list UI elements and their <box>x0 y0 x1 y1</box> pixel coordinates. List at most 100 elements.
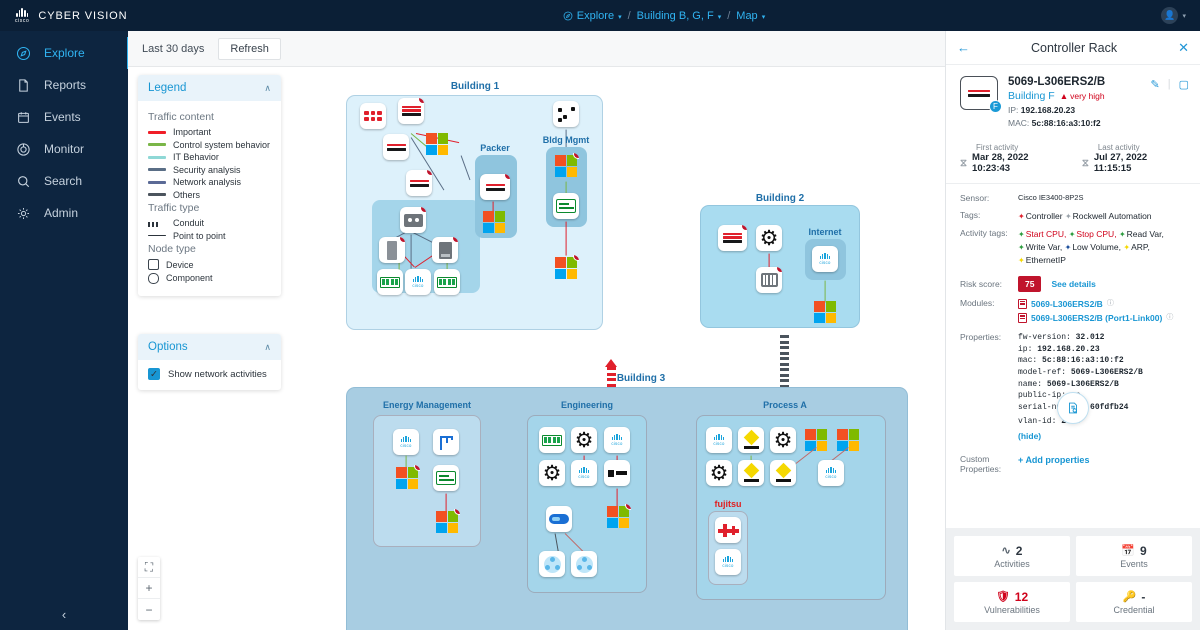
map-node-controller[interactable] <box>604 460 630 486</box>
refresh-button[interactable]: Refresh <box>218 37 281 60</box>
user-menu[interactable]: 👤 ▾ <box>1161 7 1186 24</box>
option-show-network-activities[interactable]: ✓ Show network activities <box>148 368 271 380</box>
module-item[interactable]: 5069-L306ERS2/B (Port1-Link00) ⓘ <box>1018 312 1189 324</box>
stat-credential[interactable]: 🔑 - Credential <box>1076 582 1192 622</box>
map-node-windows-host[interactable] <box>803 427 829 453</box>
color-swatch <box>148 180 166 184</box>
map-node-cisco[interactable]: cisco <box>818 460 844 486</box>
activity-tag-label[interactable]: Low Volume, <box>1072 242 1121 253</box>
map-node-sensor-diamond[interactable] <box>738 460 764 486</box>
back-button[interactable]: ← <box>957 40 970 55</box>
options-header[interactable]: Options ∧ <box>138 334 281 360</box>
map-node-plc[interactable]: ⚙ <box>756 225 782 251</box>
map-node-windows-host[interactable] <box>394 465 420 491</box>
map-node-plc[interactable]: ⚙ <box>571 427 597 453</box>
sidebar-item-admin[interactable]: Admin <box>0 197 128 229</box>
fit-to-screen-button[interactable]: ⛶ <box>138 557 160 578</box>
map-node-fujitsu[interactable] <box>715 517 741 543</box>
map-node-switch[interactable] <box>377 269 403 295</box>
map-node-cisco[interactable]: cisco <box>715 549 741 575</box>
map-canvas[interactable]: Building 1 <box>128 67 945 630</box>
map-node-io[interactable] <box>756 267 782 293</box>
map-node-windows-host[interactable] <box>481 209 507 235</box>
breadcrumb-item-explore[interactable]: Explore ▾ <box>563 10 622 22</box>
map-node-crane[interactable] <box>433 429 459 455</box>
map-node-windows-host[interactable] <box>553 153 579 179</box>
breadcrumb-item-buildings[interactable]: Building B, G, F ▾ <box>637 10 722 22</box>
info-icon[interactable]: ⓘ <box>1106 299 1114 307</box>
device-building-link[interactable]: Building F <box>1008 90 1055 102</box>
map-node-plc[interactable]: ⚙ <box>706 460 732 486</box>
map-node-rack[interactable] <box>379 237 405 263</box>
map-node-plc[interactable]: ⚙ <box>539 460 565 486</box>
zoom-in-button[interactable]: + <box>138 578 160 599</box>
add-properties-button[interactable]: + Add properties <box>1018 455 1089 465</box>
sidebar-item-explore[interactable]: Explore <box>0 37 130 69</box>
chevron-up-icon[interactable]: ∧ <box>264 341 271 352</box>
map-node-switch[interactable] <box>434 269 460 295</box>
map-node-windows-host[interactable] <box>835 427 861 453</box>
map-node-cisco[interactable]: cisco <box>571 460 597 486</box>
tag-label[interactable]: Rockwell Automation <box>1072 210 1152 221</box>
map-node-cisco[interactable]: cisco <box>604 427 630 453</box>
map-node-module[interactable] <box>433 465 459 491</box>
activity-tag-label[interactable]: ARP, <box>1131 242 1150 253</box>
map-node-module[interactable] <box>553 193 579 219</box>
close-button[interactable]: ✕ <box>1178 39 1189 55</box>
map-node-device[interactable] <box>360 103 386 129</box>
map-node-controller[interactable] <box>406 170 432 196</box>
map-node-fan[interactable] <box>539 551 565 577</box>
sidebar-item-reports[interactable]: Reports <box>0 69 128 101</box>
map-node-plc[interactable]: ⚙ <box>770 427 796 453</box>
map-node-valve[interactable] <box>546 506 572 532</box>
stat-events[interactable]: 📅 9 Events <box>1076 536 1192 576</box>
export-report-button[interactable] <box>1057 392 1089 424</box>
map-node-camera[interactable] <box>400 207 426 233</box>
module-label[interactable]: 5069-L306ERS2/B (Port1-Link00) <box>1031 312 1163 323</box>
tag-label[interactable]: Controller <box>1025 210 1063 221</box>
map-node-switch[interactable] <box>539 427 565 453</box>
breadcrumb-item-map[interactable]: Map ▾ <box>736 10 765 22</box>
legend-header[interactable]: Legend ∧ <box>138 75 281 101</box>
map-node-controller[interactable] <box>718 225 747 251</box>
stat-vulnerabilities[interactable]: 🛡 12 Vulnerabilities <box>954 582 1070 622</box>
map-node-cisco[interactable]: cisco <box>405 269 431 295</box>
map-zone-energy[interactable] <box>373 415 481 547</box>
checkbox-icon[interactable]: ✓ <box>148 368 160 380</box>
map-node-sensor-diamond[interactable] <box>770 460 796 486</box>
map-node-fan[interactable] <box>571 551 597 577</box>
activity-tag-label[interactable]: Start CPU, <box>1025 229 1067 240</box>
activity-tag-label[interactable]: Read Var, <box>1126 229 1164 240</box>
sidebar-item-monitor[interactable]: Monitor <box>0 133 128 165</box>
module-item[interactable]: 5069-L306ERS2/B ⓘ <box>1018 298 1189 310</box>
map-node-cisco[interactable]: cisco <box>706 427 732 453</box>
map-node-windows-host[interactable] <box>434 509 460 535</box>
map-node-windows-host[interactable] <box>553 255 579 281</box>
copy-icon[interactable]: ▢ <box>1178 79 1189 91</box>
activity-tag-label[interactable]: Write Var, <box>1025 242 1063 253</box>
chevron-up-icon[interactable]: ∧ <box>264 82 271 93</box>
pencil-icon[interactable]: ✎ <box>1150 79 1160 91</box>
map-node-cisco[interactable]: cisco <box>393 429 419 455</box>
map-node-controller[interactable] <box>398 98 424 124</box>
sidebar-collapse-button[interactable]: ‹ <box>0 598 128 630</box>
map-node-sensor[interactable] <box>553 101 579 127</box>
zoom-out-button[interactable]: − <box>145 602 153 617</box>
info-icon[interactable]: ⓘ <box>1166 313 1174 321</box>
hide-properties-link[interactable]: (hide) <box>1018 430 1042 441</box>
map-node-cisco[interactable]: cisco <box>812 246 838 272</box>
see-details-link[interactable]: See details <box>1051 278 1096 289</box>
map-node-windows-host[interactable] <box>605 504 631 530</box>
map-node-rack[interactable] <box>432 237 458 263</box>
module-label[interactable]: 5069-L306ERS2/B <box>1031 298 1103 309</box>
map-node-controller[interactable] <box>383 134 409 160</box>
activity-tag-label[interactable]: Stop CPU, <box>1076 229 1117 240</box>
activity-tag-label[interactable]: EthernetIP <box>1025 254 1066 265</box>
sidebar-item-events[interactable]: Events <box>0 101 128 133</box>
map-node-sensor-diamond[interactable] <box>738 427 764 453</box>
map-node-windows-host[interactable] <box>424 131 450 157</box>
map-node-windows-host[interactable] <box>812 299 838 325</box>
sidebar-item-search[interactable]: Search <box>0 165 128 197</box>
stat-activities[interactable]: ∿ 2 Activities <box>954 536 1070 576</box>
map-node-controller[interactable] <box>480 174 510 200</box>
